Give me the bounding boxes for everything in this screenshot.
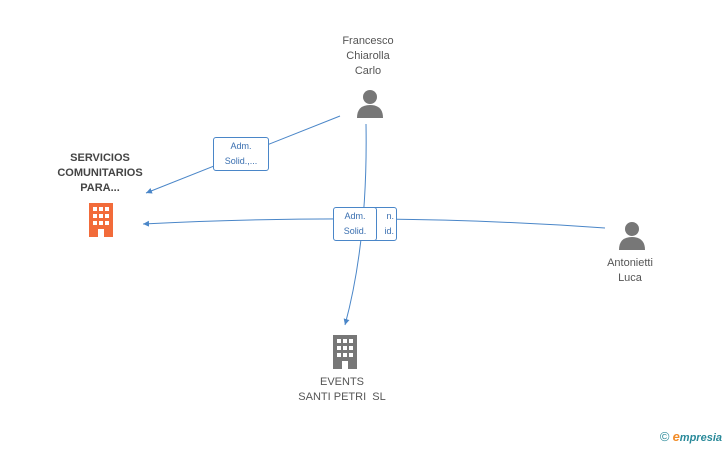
- edge-role-line: Solid.: [343, 226, 367, 236]
- company-label-servicios: SERVICIOS COMUNITARIOS PARA...: [40, 151, 160, 196]
- edge-label-role[interactable]: Adm. Solid.,...: [213, 137, 269, 171]
- brand-name: mpresia: [679, 432, 722, 444]
- company-label-events: EVENTS SANTI PETRI SL: [282, 375, 402, 405]
- person-name-line: Francesco: [342, 35, 394, 47]
- copyright-icon: ©: [659, 429, 670, 444]
- edge-role-line: Adm.: [230, 141, 252, 151]
- company-name-line: SERVICIOS: [70, 152, 130, 164]
- edge-role-line: id.: [384, 226, 394, 236]
- person-name-line: Carlo: [354, 65, 382, 77]
- edge-label-role[interactable]: Adm. Solid.: [333, 207, 377, 241]
- edge-role-line: Solid.,...: [224, 156, 258, 166]
- person-icon[interactable]: [618, 221, 646, 251]
- person-name-line: Antonietti: [607, 257, 653, 269]
- edge-role-line: Adm.: [344, 211, 366, 221]
- company-name-line: COMUNITARIOS: [57, 167, 143, 179]
- person-icon[interactable]: [356, 89, 384, 119]
- person-label-antonietti: Antonietti Luca: [582, 256, 678, 286]
- building-icon[interactable]: [330, 335, 360, 369]
- company-name-line: PARA...: [80, 182, 120, 194]
- brand-footer: © empresia: [660, 429, 722, 444]
- person-name-line: Chiarolla: [346, 50, 390, 62]
- building-icon[interactable]: [86, 203, 116, 237]
- person-label-francesco: Francesco Chiarolla Carlo: [318, 34, 418, 79]
- brand-initial: e: [672, 429, 680, 444]
- person-name-line: Luca: [618, 272, 642, 284]
- company-name-line: SANTI PETRI SL: [298, 391, 386, 403]
- edge-role-line: n.: [386, 211, 394, 221]
- company-name-line: EVENTS: [319, 376, 364, 388]
